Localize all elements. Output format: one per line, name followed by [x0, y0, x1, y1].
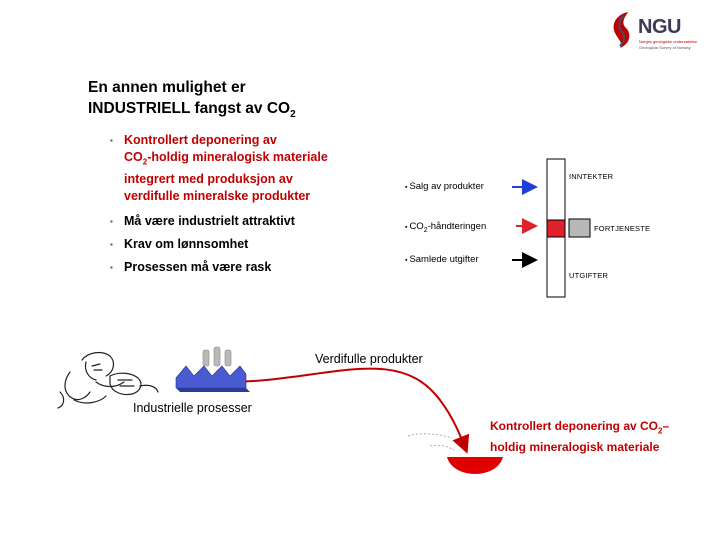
- logo-subtitle-2: Geological Survey of Norway: [639, 45, 691, 50]
- caption-verdifulle-produkter: Verdifulle produkter: [315, 352, 423, 366]
- slide-title: En annen mulighet er INDUSTRIELL fangst …: [88, 77, 388, 125]
- bullet-rask: Prosessen må være rask: [108, 259, 358, 276]
- title-line-1: En annen mulighet er: [88, 79, 246, 96]
- ngu-logo: NGU Norges geologiske undersøkelse Geolo…: [606, 8, 716, 54]
- bullet-deponering: Kontrollert deponering av CO2-holdig min…: [108, 132, 358, 205]
- label-co2-handtering: CO2-håndteringen: [405, 221, 486, 237]
- cost-bar: [546, 236, 566, 298]
- logo-subtitle-1: Norges geologiske undersøkelse: [639, 39, 698, 44]
- income-bar: [546, 158, 566, 238]
- ngu-logo-mark-icon: [613, 12, 630, 48]
- label-inntekter: INNTEKTER: [569, 172, 614, 181]
- bullet-industrielt: Må være industrielt attraktivt: [108, 213, 358, 230]
- title-line-2: INDUSTRIELL fangst av CO2: [88, 100, 296, 121]
- bullet-list: Kontrollert deponering av CO2-holdig min…: [108, 132, 358, 276]
- label-utgifter: UTGIFTER: [569, 271, 609, 280]
- worker-sketch-icon: [57, 351, 159, 409]
- bullet-lonnsomhet: Krav om lønnsomhet: [108, 236, 358, 253]
- co2-cost-segment: [546, 219, 566, 238]
- label-samlede-utgifter: Samlede utgifter: [405, 254, 478, 267]
- deposit-bowl-icon: [447, 457, 503, 474]
- factory-icon: [175, 346, 250, 392]
- caption-kontrollert-deponering: Kontrollert deponering av CO2– holdig mi…: [490, 419, 670, 455]
- label-salg: Salg av produkter: [405, 181, 483, 194]
- logo-text: NGU: [638, 16, 681, 38]
- label-fortjeneste: FORTJENESTE: [594, 224, 651, 233]
- caption-industrielle-prosesser: Industrielle prosesser: [133, 401, 252, 415]
- profit-bar: [568, 218, 591, 238]
